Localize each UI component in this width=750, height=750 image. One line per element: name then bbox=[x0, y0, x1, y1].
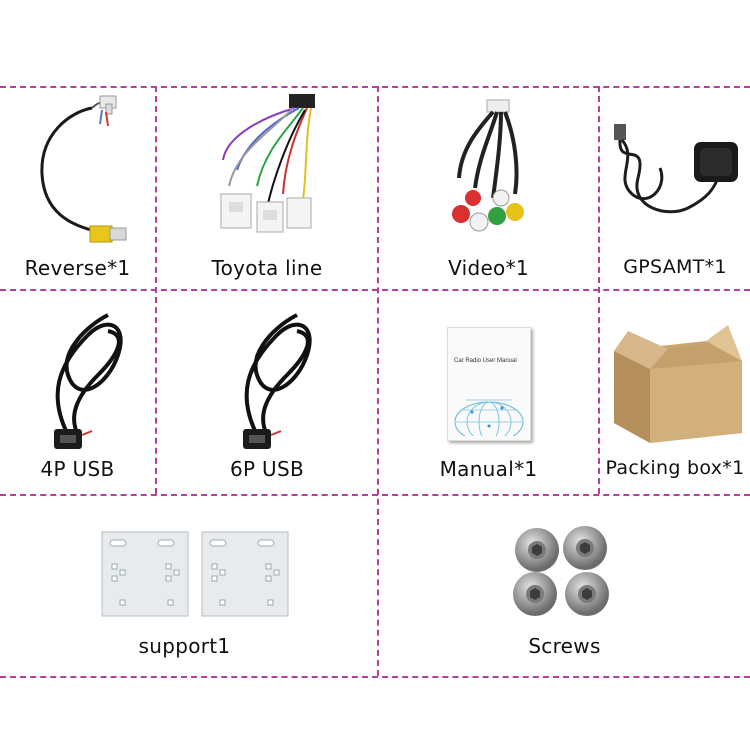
item-label: Video*1 bbox=[448, 256, 529, 280]
wiring-harness-icon bbox=[207, 90, 327, 250]
screws-icon bbox=[509, 524, 613, 620]
bracket-left-icon bbox=[100, 530, 190, 618]
item-manual: Car Radio User Manual Manual*1 bbox=[379, 291, 598, 494]
item-6p-usb: 6P USB bbox=[157, 291, 377, 494]
rca-video-cable-icon bbox=[439, 98, 539, 248]
globe-graphic bbox=[454, 399, 524, 436]
divider-row2 bbox=[0, 494, 750, 496]
divider-col2 bbox=[377, 86, 379, 676]
item-label: support1 bbox=[138, 634, 231, 658]
item-toyota-line: Toyota line bbox=[157, 88, 377, 288]
item-label: GPSAMT*1 bbox=[623, 256, 727, 278]
item-gps-antenna: GPSAMT*1 bbox=[600, 88, 750, 288]
usb-cable-icon bbox=[38, 305, 138, 455]
user-manual-book: Car Radio User Manual bbox=[447, 327, 531, 441]
item-label: Toyota line bbox=[211, 256, 323, 280]
divider-row1 bbox=[0, 289, 750, 291]
cardboard-box-icon bbox=[610, 321, 746, 445]
item-label: 6P USB bbox=[230, 457, 304, 481]
item-label: Reverse*1 bbox=[24, 256, 131, 280]
reverse-cable-icon bbox=[30, 94, 140, 254]
item-4p-usb: 4P USB bbox=[0, 291, 155, 494]
divider-bottom bbox=[0, 676, 750, 678]
item-label: Screws bbox=[528, 634, 601, 658]
gps-antenna-icon bbox=[608, 118, 748, 228]
item-label: Packing box*1 bbox=[605, 457, 745, 479]
item-label: 4P USB bbox=[40, 457, 115, 481]
item-video-cable: Video*1 bbox=[379, 88, 598, 288]
divider-col1 bbox=[155, 86, 157, 494]
usb-cable-icon bbox=[227, 305, 327, 455]
item-support-brackets: support1 bbox=[0, 496, 377, 676]
item-screws: Screws bbox=[379, 496, 750, 676]
divider-top bbox=[0, 86, 750, 88]
divider-col3 bbox=[598, 86, 600, 494]
item-label: Manual*1 bbox=[439, 457, 538, 481]
manual-cover-title: Car Radio User Manual bbox=[454, 358, 517, 364]
item-packing-box: Packing box*1 bbox=[600, 291, 750, 494]
bracket-right-icon bbox=[200, 530, 290, 618]
item-reverse-cable: Reverse*1 bbox=[0, 88, 155, 288]
